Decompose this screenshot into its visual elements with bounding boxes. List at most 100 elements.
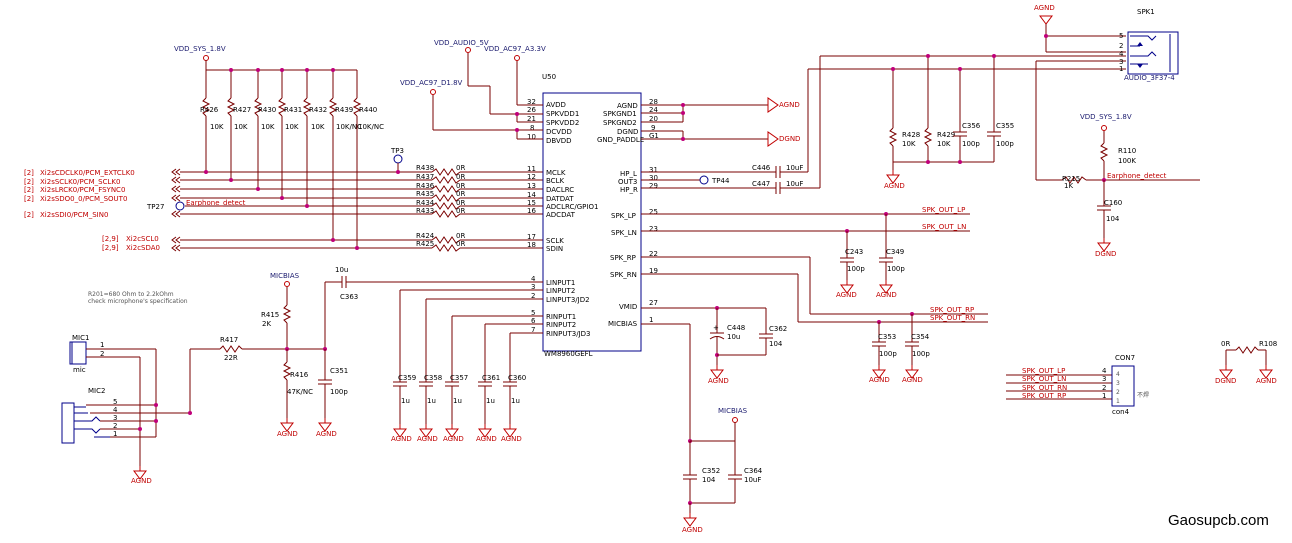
svg-text:R108: R108 [1259,340,1277,348]
ref-label: R430 [258,106,276,114]
svg-text:AGND: AGND [876,291,897,299]
svg-text:MCLK: MCLK [546,169,566,177]
svg-text:ADCLRC/GPIO1: ADCLRC/GPIO1 [546,203,598,211]
net-i2s-sclk: Xi2sSCLK0/PCM_SCLK0 [40,178,120,186]
pullup-r440: R440 10K/NC [352,70,384,248]
svg-text:C243: C243 [845,248,863,256]
pullup-r427: R427 10K [226,70,251,180]
earphone-net-label: Earphone_detect [186,199,246,207]
svg-text:10uF: 10uF [786,180,803,188]
svg-text:26: 26 [527,106,536,114]
vdd-sys-rail-left: VDD_SYS_1.8V [174,45,357,71]
svg-text:100p: 100p [962,140,980,148]
svg-text:R429: R429 [937,131,955,139]
dgnd-label: DGND [779,135,800,143]
svg-text:5: 5 [531,309,535,317]
svg-text:1u: 1u [401,397,410,405]
val-label: 10K/NC [336,123,362,131]
svg-text:1u: 1u [511,397,520,405]
pullup-r432: R432 10K [302,70,327,206]
svg-text:1: 1 [100,341,104,349]
ref-label: R439 [335,106,353,114]
svg-text:DGND: DGND [1095,250,1116,258]
svg-text:7: 7 [531,326,535,334]
svg-text:100p: 100p [879,350,897,358]
svg-text:SPK_RP: SPK_RP [610,254,636,262]
svg-text:22R: 22R [224,354,238,362]
svg-text:R416: R416 [290,371,309,379]
svg-text:16: 16 [527,207,536,215]
ref-label: R426 [200,106,219,114]
svg-text:ADCDAT: ADCDAT [546,211,576,219]
svg-text:23: 23 [649,225,658,233]
ref-label: R432 [309,106,327,114]
svg-text:9: 9 [651,124,655,132]
svg-text:C359: C359 [398,374,416,382]
svg-text:R424: R424 [416,232,435,240]
svg-text:0R: 0R [456,182,465,190]
agnd-label: AGND [779,101,800,109]
svg-text:AGND: AGND [708,377,729,385]
svg-text:R433: R433 [416,207,434,215]
svg-text:AGND: AGND [1256,377,1277,385]
svg-text:AGND: AGND [869,376,890,384]
svg-text:mic: mic [73,366,86,374]
svg-text:22: 22 [649,250,658,258]
svg-text:1K: 1K [1064,182,1073,190]
mic2-ref: MIC2 [88,387,105,395]
svg-text:AGND: AGND [902,376,923,384]
svg-text:[2,9]: [2,9] [102,244,119,252]
mic-note-2: check microphone's specification [88,298,188,305]
svg-text:3: 3 [531,283,535,291]
svg-text:R434: R434 [416,199,435,207]
svg-text:C448: C448 [727,324,745,332]
svg-text:R417: R417 [220,336,238,344]
svg-text:14: 14 [527,191,536,199]
rail-vdd-sys-right: VDD_SYS_1.8V [1080,113,1132,121]
svg-text:104: 104 [1106,215,1120,223]
mic1: MIC1 mic 1 2 [69,334,156,374]
rail-vdd-audio: VDD_AUDIO_5V [434,39,489,47]
svg-text:30: 30 [649,174,658,182]
svg-text:SPK_RN: SPK_RN [610,271,637,279]
svg-text:VMID: VMID [619,303,637,311]
svg-text:100p: 100p [996,140,1014,148]
svg-text:+: + [713,324,719,332]
svg-text:MICBIAS: MICBIAS [608,320,638,328]
hp-output-wiring: TP44 C446 10uF C447 10uF [641,56,821,194]
mic-bias-network: MICBIAS R415 2K R417 22R R416 47K/NC AGN… [88,272,348,438]
svg-text:0R: 0R [456,207,465,215]
svg-text:AGND: AGND [476,435,497,443]
svg-text:AGND: AGND [131,477,152,485]
svg-text:C160: C160 [1104,199,1122,207]
micbias-label-right: MICBIAS [718,407,748,415]
svg-text:AGND: AGND [316,430,337,438]
tp44-label: TP44 [711,177,730,185]
net-i2s-sdo: Xi2sSDO0_0/PCM_SOUT0 [40,195,127,203]
svg-text:BCLK: BCLK [546,177,564,185]
tp44-pad [699,175,709,185]
svg-text:10: 10 [527,133,536,141]
spk1-agnd: AGND [1034,4,1055,12]
svg-text:DACLRC: DACLRC [546,186,574,194]
svg-text:HP_L: HP_L [620,170,637,178]
micbias-label-left: MICBIAS [270,272,300,280]
svg-text:100p: 100p [847,265,865,273]
svg-text:R415: R415 [261,311,279,319]
svg-text:31: 31 [649,166,658,174]
pullup-r431: R431 10K [277,70,302,198]
svg-text:11: 11 [527,165,536,173]
svg-text:15: 15 [527,199,536,207]
svg-text:C446: C446 [752,164,771,172]
svg-text:C357: C357 [450,374,468,382]
svg-text:2: 2 [113,422,117,430]
svg-text:10K: 10K [937,140,951,148]
svg-text:con4: con4 [1112,408,1130,416]
svg-text:[2]: [2] [24,195,34,203]
svg-text:0R: 0R [456,232,465,240]
svg-text:8: 8 [530,124,534,132]
